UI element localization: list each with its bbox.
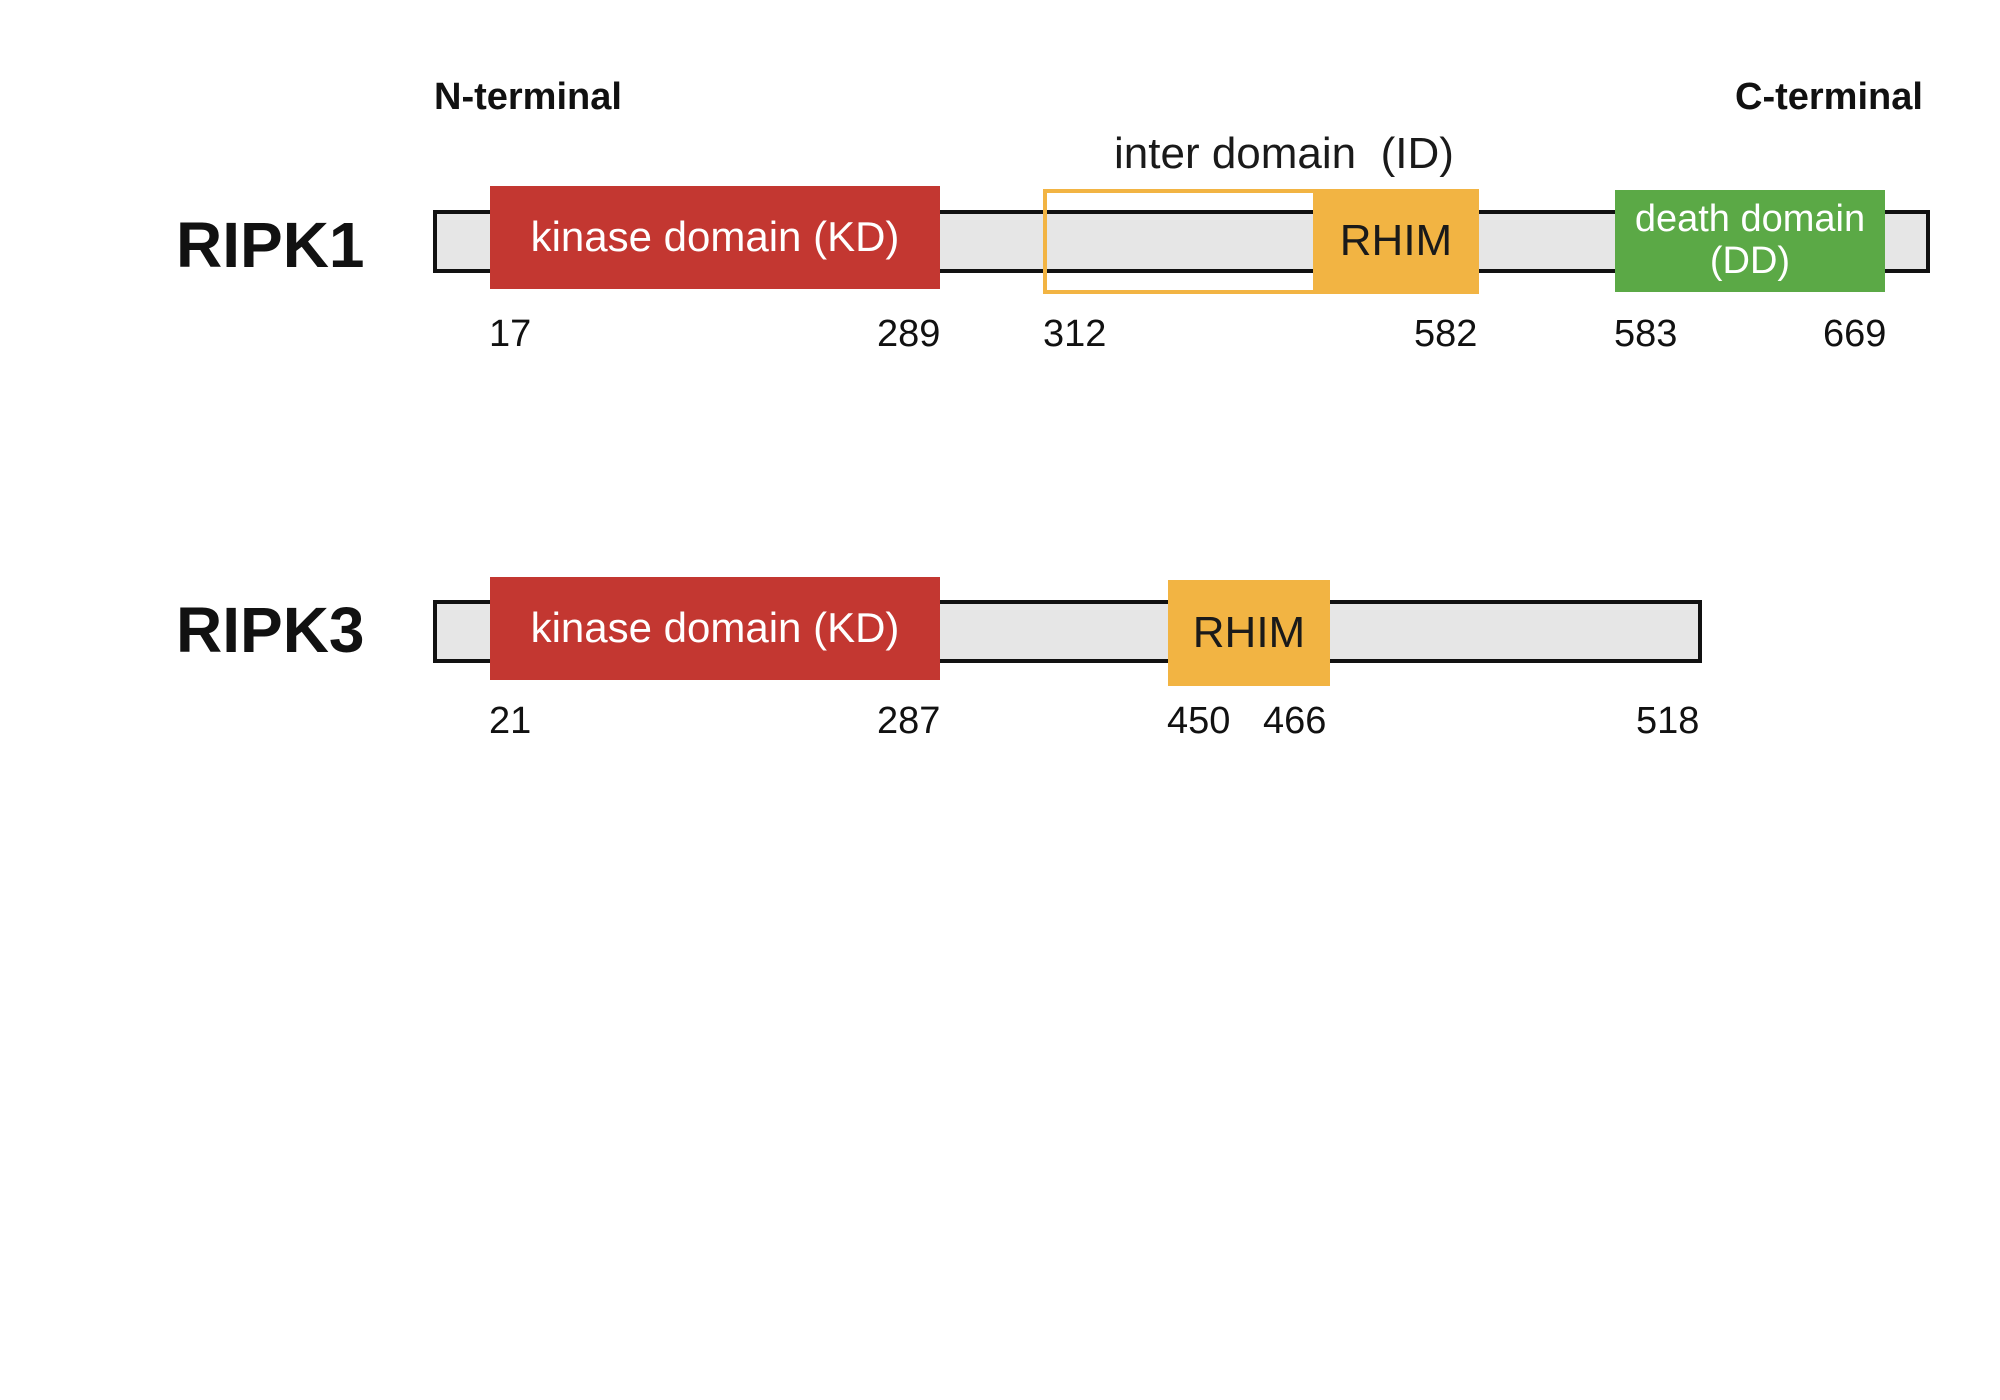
- ripk1-inter-domain-box: [1043, 189, 1318, 294]
- ripk1-kinase-domain: kinase domain (KD): [490, 186, 940, 289]
- ripk1-residue-kd-end: 289: [877, 313, 941, 355]
- ripk3-rhim-label: RHIM: [1192, 607, 1306, 657]
- ripk1-residue-dd-start: 583: [1614, 313, 1678, 355]
- ripk3-name: RIPK3: [176, 594, 365, 666]
- ripk1-death-domain-label-line2: (DD): [1709, 240, 1791, 282]
- n-terminal-label: N-terminal: [434, 76, 622, 118]
- ripk1-death-domain: death domain (DD): [1615, 190, 1885, 292]
- ripk3-residue-kd-end: 287: [877, 700, 941, 742]
- ripk1-kinase-domain-label: kinase domain (KD): [530, 213, 900, 261]
- ripk1-death-domain-label-line1: death domain: [1634, 198, 1866, 241]
- ripk1-name: RIPK1: [176, 209, 365, 281]
- ripk1-rhim-domain: RHIM: [1313, 189, 1479, 294]
- c-terminal-label: C-terminal: [1735, 76, 1923, 118]
- ripk1-residue-dd-end: 669: [1823, 313, 1887, 355]
- ripk1-residue-id-start: 312: [1043, 313, 1107, 355]
- ripk3-kinase-domain-label: kinase domain (KD): [530, 604, 900, 652]
- ripk3-residue-protein-end: 518: [1636, 700, 1700, 742]
- ripk1-residue-rhim-end: 582: [1414, 313, 1478, 355]
- ripk3-kinase-domain: kinase domain (KD): [490, 577, 940, 680]
- ripk1-residue-kd-start: 17: [489, 313, 532, 355]
- ripk1-inter-domain-label: inter domain (ID): [1114, 129, 1454, 178]
- ripk1-rhim-label: RHIM: [1339, 216, 1453, 266]
- ripk3-residue-rhim-end: 466: [1263, 700, 1327, 742]
- ripk3-residue-kd-start: 21: [489, 700, 532, 742]
- ripk3-rhim-domain: RHIM: [1168, 580, 1330, 686]
- ripk3-residue-rhim-start: 450: [1167, 700, 1231, 742]
